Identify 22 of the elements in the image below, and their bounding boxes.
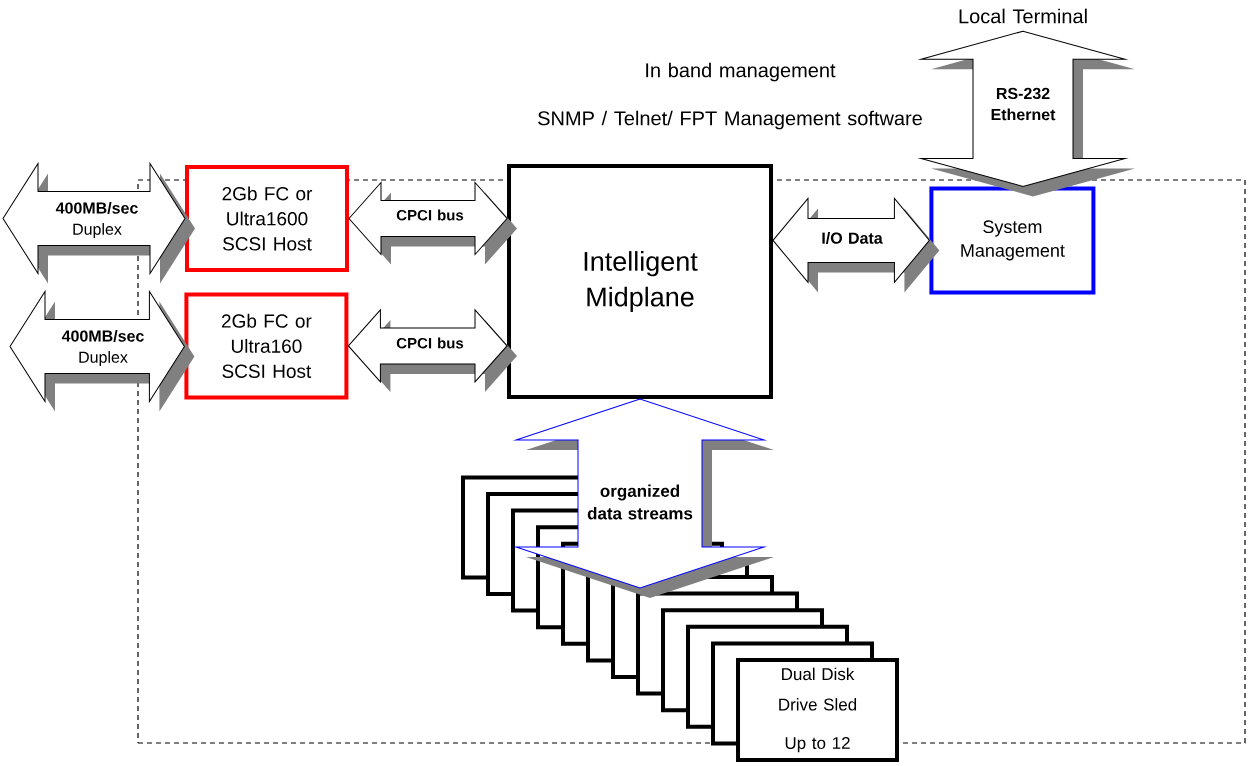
disk-sled-card: Dual Disk Drive Sled Up to 12 bbox=[736, 658, 899, 762]
host-box: 2Gb FC or Ultra1600 SCSI Host bbox=[185, 165, 349, 272]
edge-label: 400MB/sec Duplex bbox=[55, 202, 138, 239]
edge-label: I/O Data bbox=[822, 232, 883, 244]
edge-label: RS-232 Ethernet bbox=[991, 87, 1056, 121]
block-arrow bbox=[772, 197, 940, 293]
block-arrow bbox=[920, 30, 1135, 197]
midplane-box: Intelligent Midplane bbox=[507, 164, 773, 399]
block-arrow bbox=[515, 398, 774, 598]
annotation-text: SNMP / Telnet/ FPT Management software bbox=[538, 110, 922, 130]
terminal-label: Local Terminal bbox=[959, 8, 1087, 24]
host-box: 2Gb FC or Ultra160 SCSI Host bbox=[184, 292, 349, 400]
annotation-text: In band management bbox=[646, 62, 836, 82]
management-box: System Management bbox=[929, 186, 1096, 295]
edge-label: 400MB/sec Duplex bbox=[61, 330, 144, 367]
edge-label: CPCI bus bbox=[396, 209, 464, 221]
edge-label: CPCI bus bbox=[396, 337, 464, 349]
block-arrow bbox=[2, 163, 195, 284]
block-arrow bbox=[348, 182, 517, 265]
block-arrow bbox=[347, 309, 517, 392]
block-arrow bbox=[9, 291, 195, 412]
edge-label: organized data streams bbox=[587, 484, 693, 520]
